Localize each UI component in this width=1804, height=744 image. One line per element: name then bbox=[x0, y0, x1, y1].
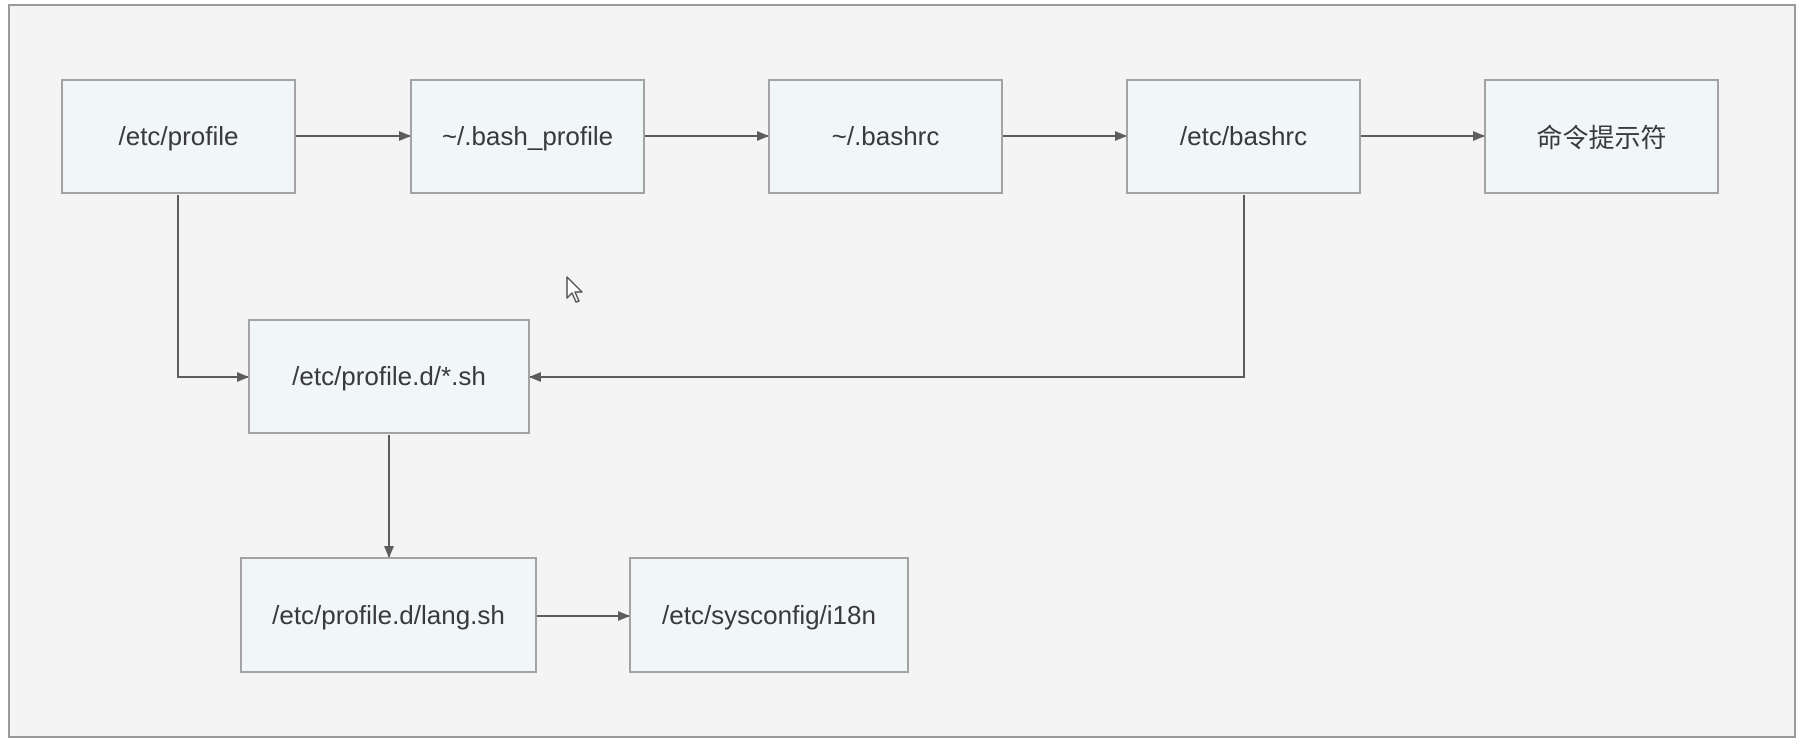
edge-etc-profile-to-profile-d bbox=[177, 195, 249, 382]
node-command-prompt: 命令提示符 bbox=[1484, 79, 1719, 194]
node-lang-sh: /etc/profile.d/lang.sh bbox=[240, 557, 537, 673]
node-i18n: /etc/sysconfig/i18n bbox=[629, 557, 909, 673]
node-profile-d: /etc/profile.d/*.sh bbox=[248, 319, 530, 434]
node-bashrc-home: ~/.bashrc bbox=[768, 79, 1003, 194]
edge-etc-bashrc-to-profile-d bbox=[529, 195, 1245, 382]
node-etc-profile: /etc/profile bbox=[61, 79, 296, 194]
mouse-pointer-icon bbox=[566, 276, 583, 303]
node-bash-profile: ~/.bash_profile bbox=[410, 79, 645, 194]
node-etc-bashrc: /etc/bashrc bbox=[1126, 79, 1361, 194]
